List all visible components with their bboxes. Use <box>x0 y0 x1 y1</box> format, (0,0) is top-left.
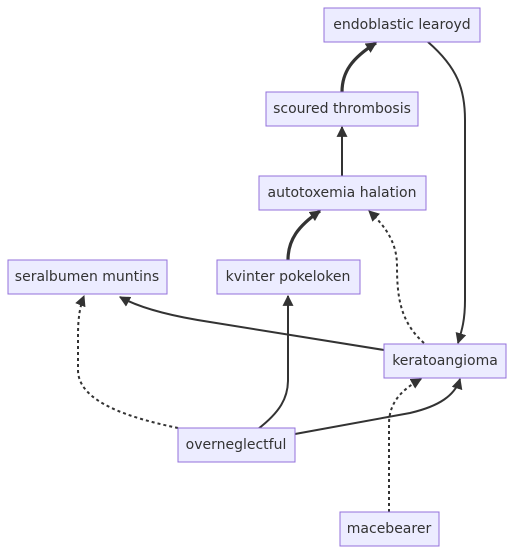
node-autotoxemia-halation[interactable]: autotoxemia halation <box>258 175 427 211</box>
node-endoblastic-learoyd[interactable]: endoblastic learoyd <box>323 7 481 43</box>
node-label: kvinter pokeloken <box>226 269 351 285</box>
edge-overneglectful-to-seralbumen <box>75 294 179 429</box>
node-label: macebearer <box>347 521 432 537</box>
edge-overneglectful-to-kvinter <box>257 294 294 430</box>
node-label: seralbumen muntins <box>15 269 159 285</box>
node-keratoangioma[interactable]: keratoangioma <box>383 343 507 379</box>
node-label: overneglectful <box>186 437 287 453</box>
node-label: autotoxemia halation <box>268 185 417 201</box>
node-macebearer[interactable]: macebearer <box>339 511 440 547</box>
edge-overneglectful-to-keratoangioma <box>294 377 463 435</box>
edge-endoblastic-to-keratoangioma <box>427 41 467 345</box>
edge-keratoangioma-to-seralbumen <box>119 296 385 351</box>
node-overneglectful[interactable]: overneglectful <box>177 427 296 463</box>
edge-scoured-to-endoblastic <box>340 41 377 93</box>
node-kvinter-pokeloken[interactable]: kvinter pokeloken <box>216 259 361 295</box>
edge-keratoangioma-to-autotoxemia <box>368 210 425 344</box>
node-scoured-thrombosis[interactable]: scoured thrombosis <box>265 91 419 127</box>
node-label: keratoangioma <box>392 353 498 369</box>
edge-macebearer-to-keratoangioma <box>388 378 422 512</box>
node-seralbumen-muntins[interactable]: seralbumen muntins <box>7 259 168 295</box>
node-label: scoured thrombosis <box>273 101 411 117</box>
edge-kvinter-to-autotoxemia <box>286 209 321 261</box>
node-label: endoblastic learoyd <box>333 17 470 33</box>
